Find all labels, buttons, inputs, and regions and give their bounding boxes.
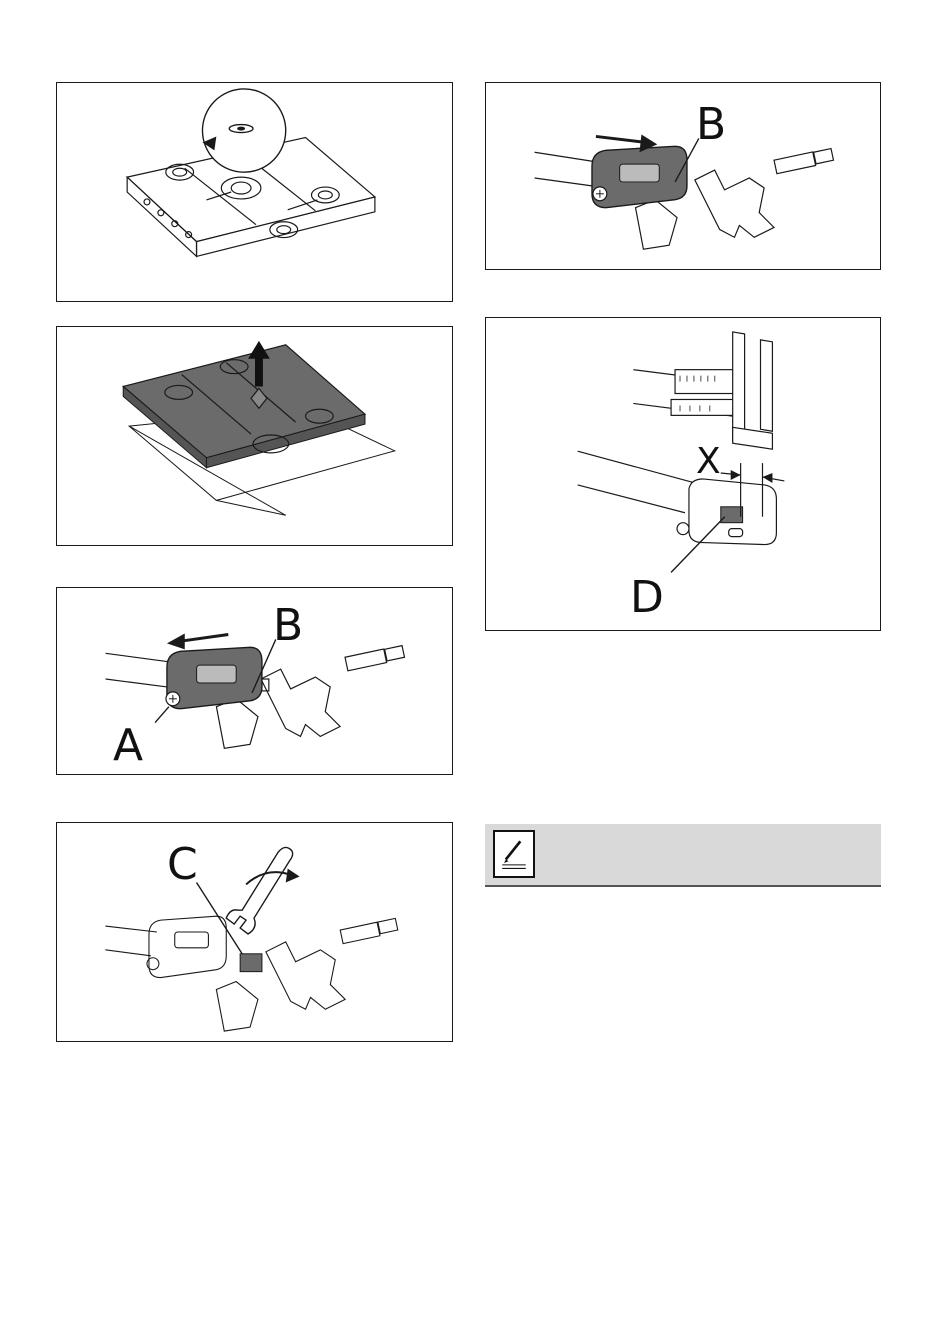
- valve-cover-refit-drawing: [486, 83, 880, 269]
- note-bar: [485, 824, 881, 887]
- hob-overview-drawing: [57, 83, 452, 301]
- figure-valve-cover-removal: A B: [56, 587, 453, 775]
- pencil-note-icon: [493, 830, 535, 878]
- callout-label-d: D: [630, 576, 664, 620]
- figure-hob-overview: [56, 82, 453, 302]
- figure-caliper-measure: X D: [485, 317, 881, 631]
- callout-label-b: B: [273, 604, 303, 648]
- figure-nozzle-wrench: C: [56, 822, 453, 1042]
- hob-lift-drawing: [57, 327, 452, 545]
- callout-label-c: C: [167, 843, 198, 887]
- figure-valve-cover-refit: B: [485, 82, 881, 270]
- caliper-measure-drawing: [486, 318, 880, 630]
- callout-label-x: X: [696, 444, 721, 480]
- figure-hob-lift: [56, 326, 453, 546]
- nozzle-wrench-drawing: [57, 823, 452, 1041]
- callout-label-b-refit: B: [696, 103, 726, 147]
- callout-label-a: A: [113, 724, 143, 768]
